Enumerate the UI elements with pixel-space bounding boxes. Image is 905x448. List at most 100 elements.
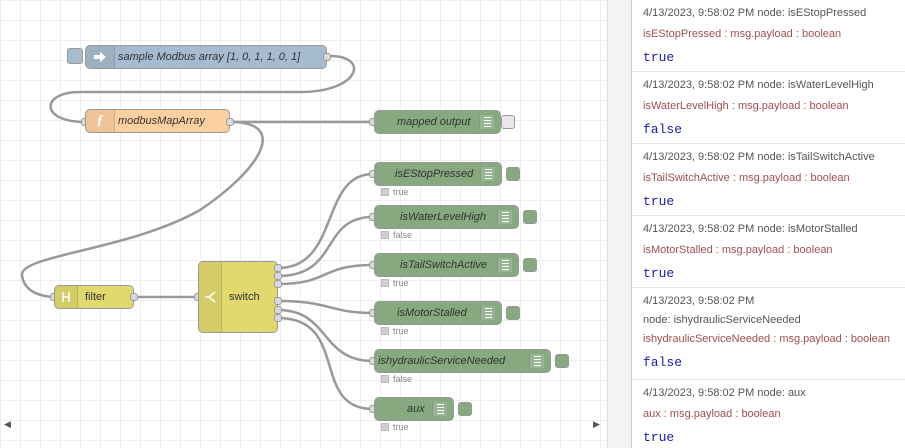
debug-node-ismotorstalled[interactable]: isMotorStalled [374, 301, 502, 325]
filter-output-port[interactable] [130, 293, 138, 301]
message-meta: 4/13/2023, 9:58:02 PM node: isMotorStall… [643, 223, 858, 235]
switch-output-port-1[interactable] [274, 264, 282, 272]
debug-status: true [381, 326, 409, 336]
wire-switch-out6 [277, 316, 374, 411]
scroll-right-icon[interactable]: ▶ [593, 419, 600, 429]
debug-message: 4/13/2023, 9:58:02 PM node: ishydraulicS… [632, 288, 905, 380]
status-text: true [393, 278, 409, 288]
switch-icon [199, 262, 222, 332]
debug-message: 4/13/2023, 9:58:02 PM node: isWaterLevel… [632, 72, 905, 144]
wire-function-filter [20, 120, 264, 299]
message-value[interactable]: true [643, 430, 675, 445]
switch-output-port-3[interactable] [274, 280, 282, 288]
status-text: false [393, 230, 413, 240]
message-value[interactable]: false [643, 355, 683, 370]
message-meta: 4/13/2023, 9:58:02 PM node: isEStopPress… [643, 7, 867, 19]
debug-status: true [381, 422, 409, 432]
wire-inject-function [49, 54, 356, 124]
message-meta: 4/13/2023, 9:58:02 PM [643, 295, 755, 307]
debug-toggle-mapped-output[interactable] [501, 115, 515, 129]
debug-node-label: isWaterLevelHigh [400, 211, 487, 223]
panel-splitter[interactable] [607, 0, 632, 448]
status-dot-icon [381, 231, 389, 239]
debug-node-aux[interactable]: aux [374, 397, 454, 421]
message-meta: 4/13/2023, 9:58:02 PM node: aux [643, 387, 806, 399]
message-value[interactable]: true [643, 50, 675, 65]
switch-output-port-2[interactable] [274, 272, 282, 280]
wire-switch-out2 [277, 215, 374, 278]
debug-node-label: mapped output [397, 116, 471, 128]
list-icon [497, 258, 512, 272]
switch-output-port-5[interactable] [274, 306, 282, 314]
debug-status: false [381, 374, 412, 384]
status-dot-icon [381, 327, 389, 335]
debug-node-label: isEStopPressed [395, 168, 474, 180]
debug-node-ishydraulicserviceneeded[interactable]: ishydraulicServiceNeeded [374, 349, 551, 373]
status-text: false [393, 374, 413, 384]
switch-output-port-4[interactable] [274, 297, 282, 305]
message-meta: 4/13/2023, 9:58:02 PM node: isTailSwitch… [643, 151, 875, 163]
message-topic: aux : msg.payload : boolean [643, 408, 781, 420]
flow-wires [20, 54, 374, 411]
message-value[interactable]: false [643, 122, 683, 137]
debug-toggle-ismotorstalled[interactable] [506, 306, 520, 320]
wire-switch-out5 [277, 308, 374, 363]
status-dot-icon [381, 188, 389, 196]
wire-switch-out4 [277, 299, 374, 315]
arrow-right-icon [86, 46, 115, 68]
message-topic: ishydraulicServiceNeeded : msg.payload :… [643, 333, 891, 345]
message-meta: 4/13/2023, 9:58:02 PM node: isWaterLevel… [643, 79, 874, 91]
inject-node[interactable]: sample Modbus array [1, 0, 1, 1, 0, 1] [85, 45, 327, 69]
function-node-label: modbusMapArray [118, 115, 205, 127]
debug-toggle-aux[interactable] [458, 402, 472, 416]
status-text: true [393, 422, 409, 432]
function-node[interactable]: ƒ modbusMapArray [85, 109, 230, 133]
switch-node-label: switch [229, 291, 260, 303]
horizontal-scrollbar[interactable]: ◀ ▶ [0, 419, 607, 431]
debug-node-isestoppressed[interactable]: isEStopPressed [374, 162, 502, 186]
message-value[interactable]: true [643, 266, 675, 281]
status-dot-icon [381, 279, 389, 287]
status-dot-icon [381, 423, 389, 431]
inject-trigger-button[interactable] [67, 48, 83, 64]
debug-node-mapped-output[interactable]: mapped output [374, 110, 501, 134]
switch-output-port-6[interactable] [274, 314, 282, 322]
debug-status: true [381, 187, 409, 197]
debug-toggle-isestoppressed[interactable] [506, 167, 520, 181]
flow-workspace[interactable]: sample Modbus array [1, 0, 1, 1, 0, 1] ƒ… [0, 0, 607, 448]
debug-toggle-ishydraulicserviceneeded[interactable] [555, 354, 569, 368]
wire-switch-out3 [277, 263, 374, 286]
message-topic: isTailSwitchActive : msg.payload : boole… [643, 172, 850, 184]
inject-output-port[interactable] [323, 53, 331, 61]
wire-switch-out1 [277, 172, 374, 270]
debug-message: 4/13/2023, 9:58:02 PM node: isMotorStall… [632, 216, 905, 288]
debug-message: 4/13/2023, 9:58:02 PM node: aux aux : ms… [632, 380, 905, 448]
switch-node[interactable]: switch [198, 261, 278, 333]
scroll-left-icon[interactable]: ◀ [4, 419, 11, 429]
function-output-port[interactable] [226, 118, 234, 126]
filter-node[interactable]: filter [54, 285, 134, 309]
message-topic: isMotorStalled : msg.payload : boolean [643, 244, 833, 256]
message-topic: isEStopPressed : msg.payload : boolean [643, 28, 842, 40]
debug-node-label: aux [407, 403, 425, 415]
debug-node-label: ishydraulicServiceNeeded [378, 355, 506, 367]
debug-message: 4/13/2023, 9:58:02 PM node: isTailSwitch… [632, 144, 905, 216]
status-text: true [393, 326, 409, 336]
debug-node-label: isMotorStalled [397, 307, 467, 319]
debug-status: false [381, 230, 412, 240]
debug-toggle-istailswitchactive[interactable] [523, 258, 537, 272]
message-topic: isWaterLevelHigh : msg.payload : boolean [643, 100, 849, 112]
message-value[interactable]: true [643, 194, 675, 209]
list-icon [479, 115, 494, 129]
list-icon [480, 167, 495, 181]
debug-status: true [381, 278, 409, 288]
status-text: true [393, 187, 409, 197]
list-icon [480, 306, 495, 320]
filter-node-label: filter [85, 291, 106, 303]
debug-node-istailswitchactive[interactable]: isTailSwitchActive [374, 253, 519, 277]
debug-node-iswaterlevelhigh[interactable]: isWaterLevelHigh [374, 205, 519, 229]
message-meta-node: node: ishydraulicServiceNeeded [643, 314, 801, 326]
filter-icon [55, 286, 78, 308]
list-icon [497, 210, 512, 224]
debug-toggle-iswaterlevelhigh[interactable] [523, 210, 537, 224]
